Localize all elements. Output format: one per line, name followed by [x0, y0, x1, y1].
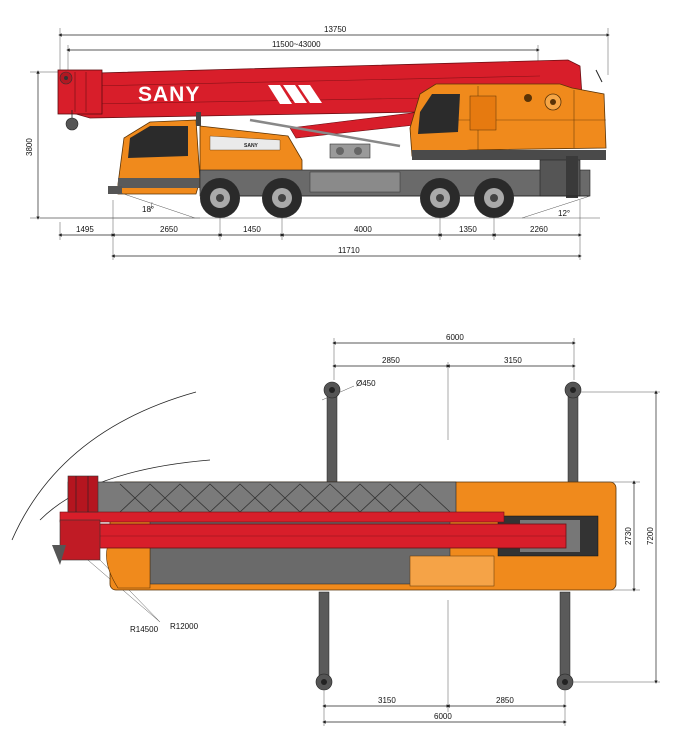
- chassis-length-label: 11710: [338, 246, 360, 255]
- outrigger-rear-lower: [556, 591, 574, 691]
- wheel: [420, 178, 460, 218]
- boom-brand-text: SANY: [138, 83, 200, 106]
- outrigger-front-lower: [315, 591, 333, 691]
- departure-angle-label: 12°: [558, 209, 570, 218]
- wheel: [200, 178, 240, 218]
- top-outrigger-dimensions: 6000 2850 3150: [332, 333, 576, 712]
- bottom-right-label: 2850: [496, 696, 514, 705]
- boom-head: [57, 69, 103, 131]
- bottom-left-label: 3150: [378, 696, 396, 705]
- overall-length-dimension: 13750: [58, 25, 610, 75]
- ground-and-angles: 18° 12°: [40, 189, 600, 219]
- boom-top: [52, 475, 567, 565]
- outrigger-outer-label: 7200: [646, 527, 655, 545]
- top-view: 6000 2850 3150 R14500 R12000: [11, 333, 660, 726]
- top-total-label: 6000: [446, 333, 464, 342]
- outrigger-front-upper: [323, 381, 341, 485]
- telescopic-boom: SANY: [61, 59, 583, 119]
- segment-label-1: 1495: [76, 225, 94, 234]
- wheel: [474, 178, 514, 218]
- outrigger-rear-upper: [564, 381, 582, 485]
- top-left-label: 2850: [382, 356, 400, 365]
- height-label: 3800: [25, 138, 34, 156]
- superstructure: [409, 69, 607, 160]
- segment-label-3: 1450: [243, 225, 261, 234]
- segment-label-2: 2650: [160, 225, 178, 234]
- top-right-label: 3150: [504, 356, 522, 365]
- radius-1-label: R14500: [130, 625, 159, 634]
- luffing-cylinder: [249, 111, 425, 159]
- door-brand-text: SANY: [244, 143, 259, 149]
- radius-2-label: R12000: [170, 622, 199, 631]
- side-view: 13750 11500~43000 3800 SANY: [25, 25, 610, 260]
- boom-range-label: 11500~43000: [272, 40, 321, 49]
- approach-angle-label: 18°: [142, 205, 154, 214]
- outrigger-width-dimensions: 2730 7200: [572, 390, 660, 684]
- segment-label-5: 1350: [459, 225, 477, 234]
- segment-label-4: 4000: [354, 225, 372, 234]
- bottom-total-label: 6000: [434, 712, 452, 721]
- outrigger-inner-label: 2730: [624, 527, 633, 545]
- wheel: [262, 178, 302, 218]
- segment-dimensions: 1495 2650 1450 4000 1350 2260 11710: [58, 200, 582, 260]
- wheels: [200, 178, 514, 218]
- bottom-outrigger-dimensions: 3150 2850 6000: [322, 690, 567, 726]
- pad-diameter-label: Ø450: [356, 379, 376, 388]
- overall-length-label: 13750: [324, 25, 347, 34]
- segment-label-6: 2260: [530, 225, 548, 234]
